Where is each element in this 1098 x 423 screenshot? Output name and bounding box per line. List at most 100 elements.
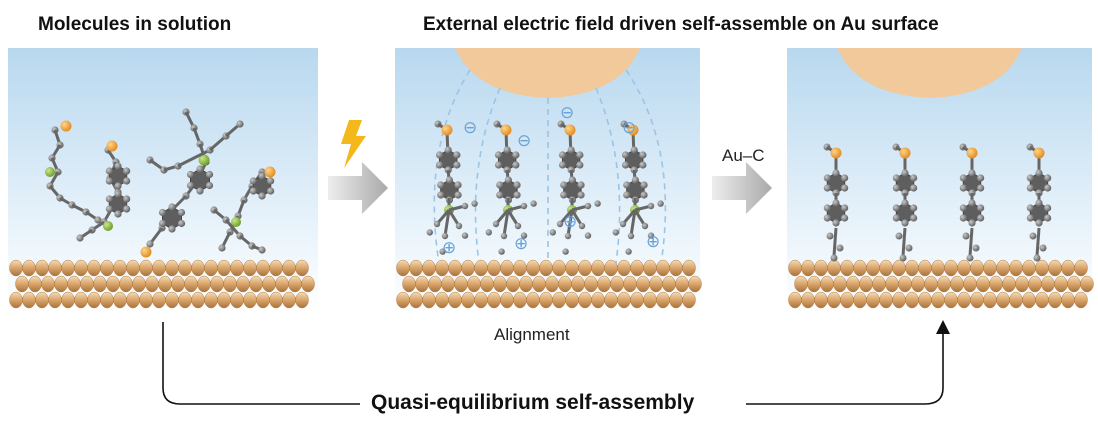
gold-rod xyxy=(801,259,815,277)
panel-title-field: External electric field driven self-asse… xyxy=(423,14,939,35)
gold-rod xyxy=(833,275,847,293)
carbon-atom xyxy=(892,184,900,192)
carbon-atom xyxy=(439,248,446,255)
carbon-atom xyxy=(901,169,909,177)
gold-rod xyxy=(217,291,231,309)
gold-rod xyxy=(409,291,423,309)
carbon-atom xyxy=(123,177,131,185)
carbon-atom xyxy=(841,214,849,222)
positive-charge: ⊕ xyxy=(514,234,528,254)
carbon-atom xyxy=(530,200,537,207)
carbon-atom xyxy=(504,176,512,184)
carbon-atom xyxy=(558,161,567,169)
gold-rod xyxy=(448,259,462,277)
carbon-atom xyxy=(492,220,500,228)
carbon-atom xyxy=(901,199,909,207)
carbon-atom xyxy=(639,151,647,159)
carbon-atom xyxy=(892,204,900,212)
gold-rod xyxy=(558,275,572,293)
field-lines xyxy=(433,69,667,271)
carbon-atom xyxy=(895,232,903,240)
carbon-atom xyxy=(454,181,462,189)
gold-rod xyxy=(539,291,553,309)
gold-rod xyxy=(119,275,133,293)
carbon-atom xyxy=(1039,244,1047,252)
gold-rod xyxy=(139,291,153,309)
alignment-label: Alignment xyxy=(494,325,570,344)
gold-rod xyxy=(282,291,296,309)
gold-rod xyxy=(145,275,159,293)
gold-rod xyxy=(454,275,468,293)
gold-rod xyxy=(526,291,540,309)
carbon-atom xyxy=(454,191,462,199)
carbon-atom xyxy=(905,244,913,252)
carbon-atom xyxy=(584,202,592,210)
carbon-atom xyxy=(560,191,568,199)
gold-rod xyxy=(898,275,912,293)
carbon-atom xyxy=(512,151,520,159)
carbon-atom xyxy=(910,184,918,192)
gold-rod xyxy=(74,291,88,309)
gold-rod xyxy=(243,291,257,309)
carbon-atom xyxy=(830,254,838,262)
carbon-atom xyxy=(1026,174,1034,182)
gold-rod xyxy=(859,275,873,293)
gold-rod xyxy=(480,275,494,293)
carbon-atom xyxy=(513,191,521,199)
carbon-atom xyxy=(631,176,640,184)
gold-rod xyxy=(461,291,475,309)
carbon-atom xyxy=(630,146,638,154)
carbon-atom xyxy=(657,200,664,207)
carbon-atom xyxy=(168,203,176,211)
gold-rod xyxy=(623,275,637,293)
arrow-to-assembled xyxy=(712,162,772,214)
gold-rod xyxy=(467,275,481,293)
gold-rod xyxy=(243,259,257,277)
gold-rod xyxy=(474,259,488,277)
carbon-atom xyxy=(123,167,131,175)
gold-rod xyxy=(22,291,36,309)
carbon-atom xyxy=(444,146,452,154)
negative-charge: ⊖ xyxy=(560,103,574,123)
sulfur-atom xyxy=(60,120,72,132)
gold-rod xyxy=(256,259,270,277)
bottom-path-left xyxy=(162,322,360,405)
carbon-atom xyxy=(647,202,655,210)
gold-rod xyxy=(794,275,808,293)
gold-rod xyxy=(996,259,1010,277)
carbon-atom xyxy=(158,219,167,228)
gold-rod xyxy=(230,291,244,309)
bond xyxy=(1035,227,1041,257)
carbon-atom xyxy=(640,181,648,189)
carbon-atom xyxy=(823,174,831,182)
gold-rod xyxy=(9,259,23,277)
carbon-atom xyxy=(177,208,186,217)
carbon-atom xyxy=(959,184,967,192)
gold-rod xyxy=(571,275,585,293)
gold-substrate-right xyxy=(788,259,1094,309)
gold-rod xyxy=(249,275,263,293)
gold-rod xyxy=(814,259,828,277)
gold-rod xyxy=(48,291,62,309)
carbon-atom xyxy=(205,170,214,179)
carbon-atom xyxy=(577,191,585,199)
bottom-path-right xyxy=(746,330,944,405)
silicon-atom xyxy=(231,217,241,227)
gold-rod xyxy=(682,291,696,309)
gold-rod xyxy=(610,275,624,293)
gold-rod xyxy=(197,275,211,293)
carbon-atom xyxy=(437,191,445,199)
gold-rod xyxy=(54,275,68,293)
gold-rod xyxy=(230,259,244,277)
gold-rod xyxy=(801,291,815,309)
carbon-atom xyxy=(445,176,453,184)
carbon-atom xyxy=(1044,204,1052,212)
gold-rod xyxy=(1022,259,1036,277)
gold-rod xyxy=(493,275,507,293)
gold-rod xyxy=(840,291,854,309)
gold-rod xyxy=(1035,291,1049,309)
silicon-atom xyxy=(103,221,113,231)
gold-rod xyxy=(422,259,436,277)
carbon-atom xyxy=(94,216,102,224)
carbon-atom xyxy=(832,219,840,227)
